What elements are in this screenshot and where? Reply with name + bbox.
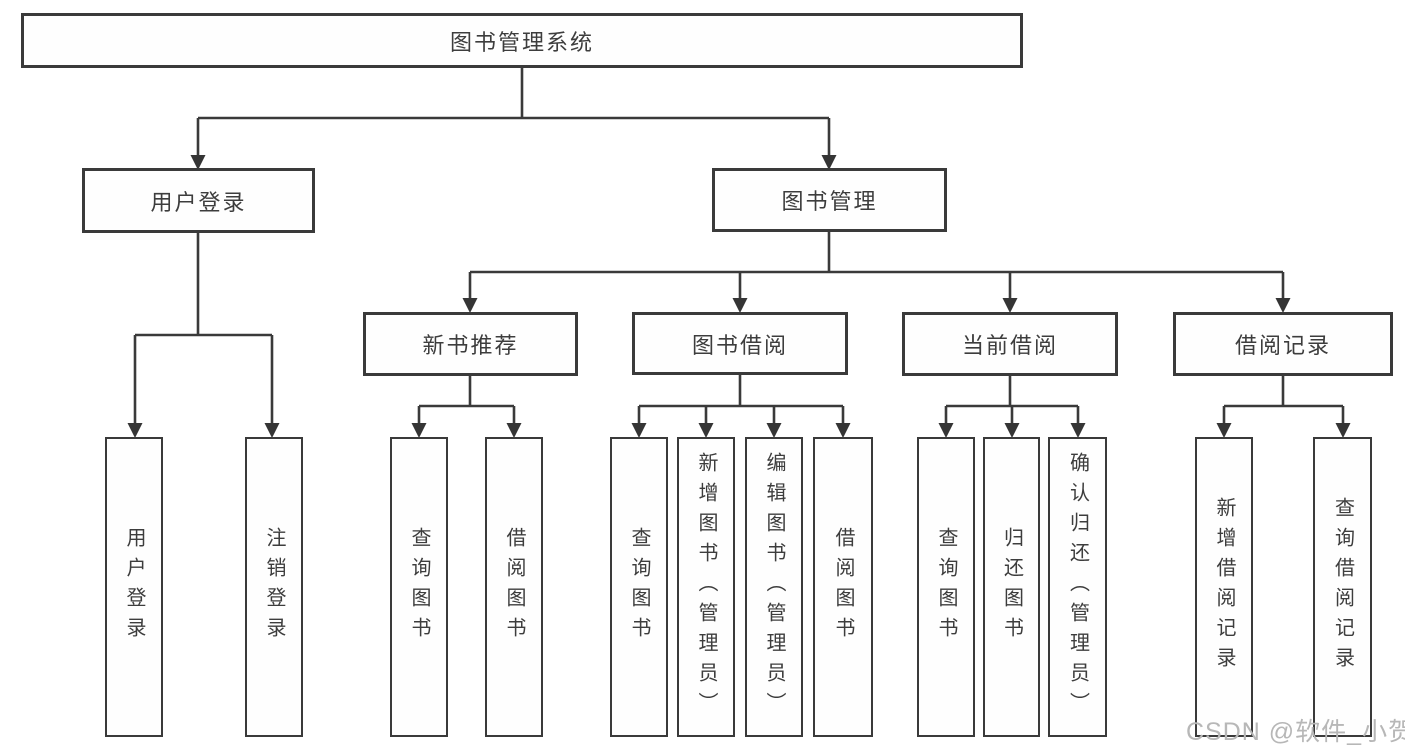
node-label: 图书管理系统 (449, 29, 594, 55)
node-borrow-records: 借阅记录 (1173, 312, 1393, 376)
node-label: 借阅图书 (832, 527, 854, 647)
leaf-newbooks-query: 查询图书 (390, 437, 448, 737)
node-root: 图书管理系统 (21, 13, 1023, 68)
node-label: 图书借阅 (691, 332, 788, 358)
node-current-borrow: 当前借阅 (902, 312, 1118, 376)
leaf-borrow-add-admin: 新增图书（管理员） (677, 437, 735, 737)
node-label: 借阅记录 (1234, 333, 1331, 358)
leaf-current-confirm-admin: 确认归还（管理员） (1048, 437, 1107, 737)
node-label: 查询图书 (408, 527, 430, 647)
leaf-newbooks-borrow: 借阅图书 (485, 437, 543, 737)
leaf-logout: 注销登录 (245, 437, 303, 737)
leaf-borrow-query: 查询图书 (610, 437, 668, 737)
node-label: 注销登录 (263, 527, 285, 647)
node-label: 新书推荐 (422, 333, 519, 358)
leaf-borrow-borrow: 借阅图书 (813, 437, 873, 737)
leaf-records-add: 新增借阅记录 (1195, 437, 1253, 737)
node-label: 用户登录 (123, 527, 145, 647)
watermark: CSDN @软件_小贺同学 (1186, 718, 1405, 746)
node-label: 编辑图书（管理员） (763, 452, 785, 722)
node-label: 当前借阅 (961, 333, 1058, 358)
node-label: 查询图书 (935, 527, 957, 647)
node-label: 新增图书（管理员） (695, 452, 717, 722)
leaf-current-return: 归还图书 (983, 437, 1040, 737)
node-user-login: 用户登录 (82, 168, 315, 233)
node-label: 新增借阅记录 (1213, 497, 1235, 677)
node-label: 归还图书 (1000, 527, 1023, 647)
node-label: 查询图书 (628, 527, 650, 647)
node-label: 查询借阅记录 (1331, 497, 1354, 677)
node-label: 借阅图书 (503, 527, 525, 647)
leaf-current-query: 查询图书 (917, 437, 975, 737)
node-book-management: 图书管理 (712, 168, 947, 232)
leaf-records-query: 查询借阅记录 (1313, 437, 1372, 737)
node-new-book-recommend: 新书推荐 (363, 312, 578, 376)
node-book-borrow: 图书借阅 (632, 312, 848, 375)
node-label: 用户登录 (150, 189, 247, 215)
node-label: 图书管理 (781, 189, 878, 214)
node-label: 确认归还（管理员） (1066, 452, 1089, 722)
leaf-user-login: 用户登录 (105, 437, 163, 737)
leaf-borrow-edit-admin: 编辑图书（管理员） (745, 437, 803, 737)
